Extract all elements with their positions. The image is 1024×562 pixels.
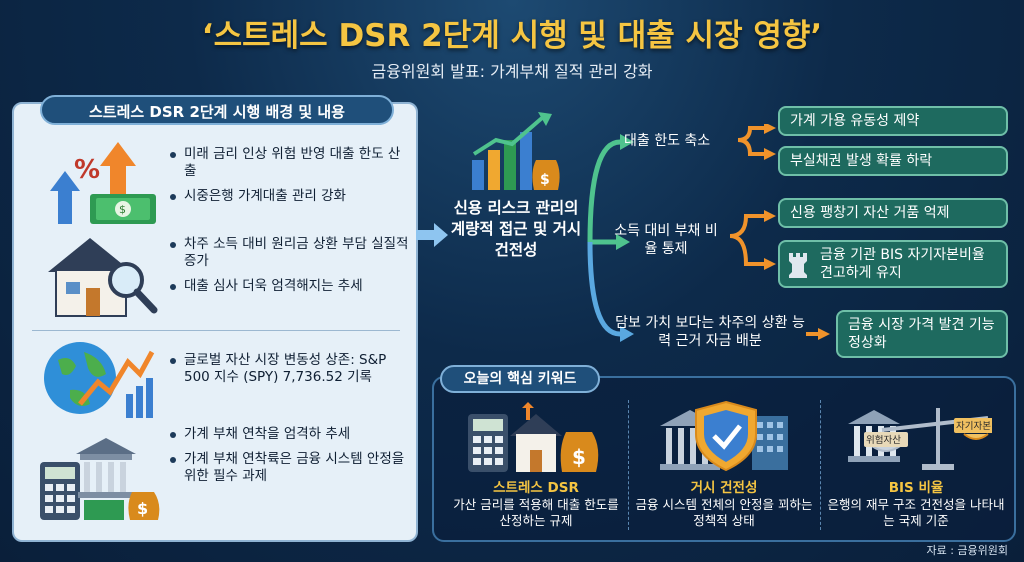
keyword-bis-ratio: BIS 비율 은행의 재무 구조 건전성을 나타내는 국제 기준 <box>826 480 1006 529</box>
page-title: ‘스트레스 DSR 2단계 시행 및 대출 시장 영향’ <box>201 18 823 54</box>
svg-text:$: $ <box>572 445 586 469</box>
list-item: 시중은행 가계대출 관리 강화 <box>170 188 410 205</box>
calculator-house-money-icon: $ <box>468 402 599 472</box>
list-item: 대출 심사 더욱 엄격해지는 추세 <box>170 278 410 295</box>
result-liquidity-constraint: 가계 가용 유동성 제약 <box>778 106 1008 136</box>
central-concept: 신용 리스크 관리의 계량적 접근 및 거시 건전성 <box>450 199 582 259</box>
background-panel-header: 스트레스 DSR 2단계 시행 배경 및 내용 <box>40 95 394 125</box>
chess-rook-icon <box>789 253 807 278</box>
background-list-1: 미래 금리 인상 위험 반영 대출 한도 산출 시중은행 가계대출 관리 강화 <box>170 146 410 213</box>
branch-repayment-capacity: 담보 가치 보다는 차주의 상환 능력 근거 자금 배분 <box>615 315 805 349</box>
flow-arrow-icon <box>416 223 448 247</box>
branch-dti-control: 소득 대비 부채 비율 통제 <box>614 223 718 257</box>
scale-label-risk-assets: 위험자산 <box>866 434 901 446</box>
globe-chart-icon <box>44 342 155 418</box>
percent-growth-icon: % $ <box>50 142 156 224</box>
list-item: 글로벌 자산 시장 변동성 상존: S&P 500 지수 (SPY) 7,736… <box>170 352 410 386</box>
balance-scale-icon: 위험자산 자기자본 <box>848 408 992 470</box>
house-magnifier-icon <box>48 238 158 317</box>
svg-text:$: $ <box>137 499 148 518</box>
keyword-macroprudential: 거시 건전성 금융 시스템 전체의 안정을 꾀하는 정책적 상태 <box>634 480 814 529</box>
branch-loan-limit: 대출 한도 축소 <box>624 133 711 149</box>
scale-label-equity: 자기자본 <box>956 421 991 432</box>
keyword-description: 금융 시스템 전체의 안정을 꾀하는 정책적 상태 <box>635 497 813 528</box>
list-item: 미래 금리 인상 위험 반영 대출 한도 산출 <box>170 146 410 180</box>
divider <box>32 330 400 331</box>
shield-check-icon <box>660 400 788 472</box>
flow-connectors <box>587 124 830 342</box>
bar-chart-growth-icon: $ <box>472 112 560 190</box>
keyword-title: 거시 건전성 <box>690 480 758 496</box>
bank-calculator-icon: $ <box>40 438 160 520</box>
svg-text:%: % <box>74 155 100 185</box>
page-subtitle: 금융위원회 발표: 가계부채 질적 관리 강화 <box>371 62 653 81</box>
keywords-header: 오늘의 핵심 키워드 <box>440 365 600 393</box>
result-bis-ratio: 금융 기관 BIS 자기자본비율 견고하게 유지 <box>778 240 1008 288</box>
list-item: 차주 소득 대비 원리금 상환 부담 실질적 증가 <box>170 236 410 270</box>
keyword-description: 은행의 재무 구조 건전성을 나타내는 국제 기준 <box>827 497 1005 528</box>
divider <box>628 400 629 530</box>
list-item: 가계 부채 연착을 엄격하 추세 <box>170 426 410 443</box>
background-list-2: 차주 소득 대비 원리금 상환 부담 실질적 증가 대출 심사 더욱 엄격해지는… <box>170 236 410 303</box>
svg-text:$: $ <box>540 172 550 188</box>
svg-text:$: $ <box>119 203 126 216</box>
keyword-title: 스트레스 DSR <box>493 480 579 496</box>
keyword-description: 가산 금리를 적용해 대출 한도를 산정하는 규제 <box>453 497 619 528</box>
divider <box>820 400 821 530</box>
result-bubble-suppression: 신용 팽창기 자산 거품 억제 <box>778 198 1008 228</box>
keyword-stress-dsr: 스트레스 DSR 가산 금리를 적용해 대출 한도를 산정하는 규제 <box>446 480 626 529</box>
source-note: 자료 : 금융위원회 <box>926 544 1008 557</box>
result-npl-decrease: 부실채권 발생 확률 하락 <box>778 146 1008 176</box>
keyword-title: BIS 비율 <box>888 480 944 496</box>
list-item: 가계 부채 연착륙은 금융 시스템 안정을 위한 필수 과제 <box>170 451 410 485</box>
background-list-3: 글로벌 자산 시장 변동성 상존: S&P 500 지수 (SPY) 7,736… <box>170 352 410 394</box>
result-price-discovery: 금융 시장 가격 발견 기능 정상화 <box>836 310 1008 358</box>
background-list-4: 가계 부채 연착을 엄격하 추세 가계 부채 연착륙은 금융 시스템 안정을 위… <box>170 426 410 493</box>
